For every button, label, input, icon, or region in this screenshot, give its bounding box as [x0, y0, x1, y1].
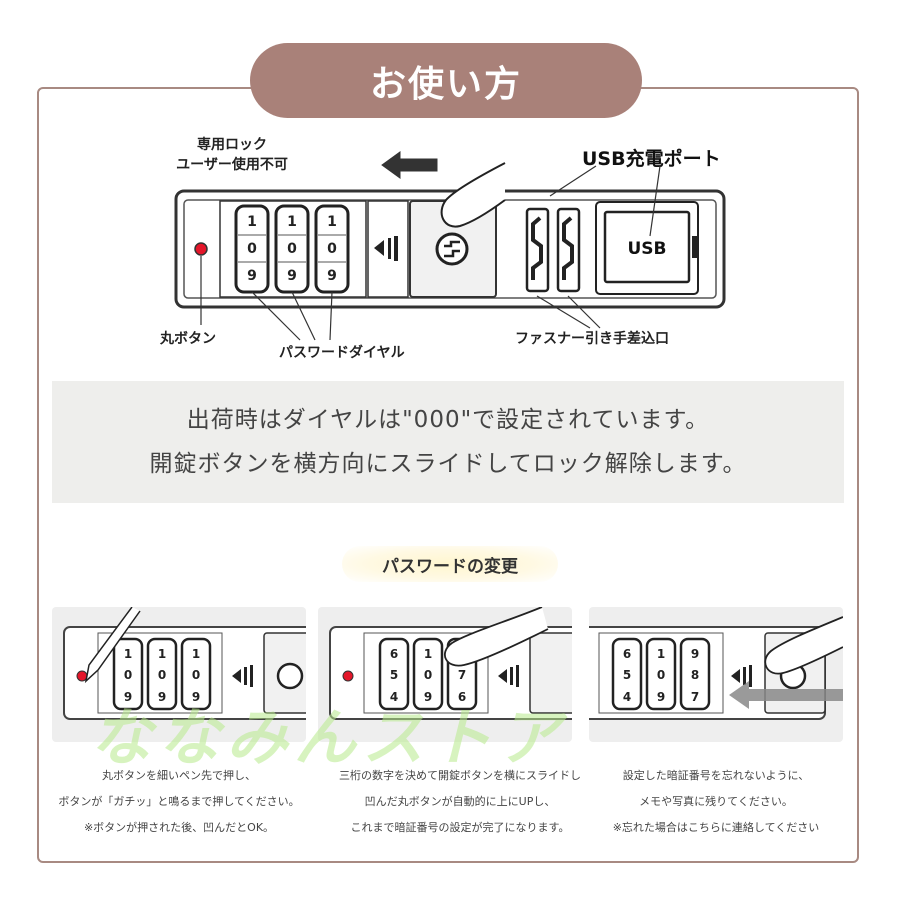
svg-text:7: 7 — [458, 668, 466, 682]
step-1-line2: ボタンが「ガチッ」と鳴るまで押してください。 — [58, 795, 300, 808]
password-change-heading: パスワードの変更 — [342, 546, 558, 582]
zipper-label: ファスナー引き手差込口 — [515, 331, 669, 347]
step-3-panel: 6 5 4 1 0 9 9 8 7 — [589, 607, 843, 742]
svg-text:9: 9 — [158, 690, 166, 704]
step-1-panel: 1 0 9 1 0 9 1 0 9 — [52, 607, 306, 742]
svg-text:9: 9 — [124, 690, 132, 704]
step-3-line2: メモや写真に残りてください。 — [639, 795, 793, 808]
usb-port-text: USB — [627, 239, 666, 259]
round-button-icon — [194, 242, 208, 256]
step-3-text: 設定した暗証番号を忘れないように、 メモや写真に残りてください。 ※忘れた場合は… — [581, 763, 851, 841]
step-2-line2: 凹んだ丸ボタンが自動的に上にUPし、 — [364, 795, 556, 808]
store-watermark: ななみんストア — [90, 701, 567, 774]
usb-port-label: USB充電ポート — [582, 148, 721, 170]
svg-text:0: 0 — [124, 668, 132, 682]
step-3-dials — [611, 637, 711, 711]
dial-2-top: 1 — [287, 214, 297, 230]
slide-marker-icon — [374, 240, 384, 256]
svg-text:1: 1 — [124, 647, 132, 661]
lock-logo-icon — [435, 232, 469, 266]
round-button-icon — [342, 670, 354, 682]
svg-text:0: 0 — [424, 668, 432, 682]
step-2-line1: 三桁の数字を決めて開錠ボタンを横にスライドし — [339, 769, 581, 782]
dial-1-bot: 9 — [247, 268, 257, 284]
finger-icon — [440, 162, 506, 228]
slide-marker-icon — [731, 669, 740, 683]
svg-text:1: 1 — [424, 647, 432, 661]
info-line-2: 開錠ボタンを横方向にスライドしてロック解除します。 — [149, 451, 747, 477]
dial-1-mid: 0 — [247, 241, 257, 257]
password-change-heading-text: パスワードの変更 — [382, 556, 518, 577]
step-1-text: 丸ボタンを細いペン先で押し、 ボタンが「ガチッ」と鳴るまで押してください。 ※ボ… — [44, 763, 314, 841]
dial-1: 1 0 9 — [234, 204, 270, 294]
finger-icon — [764, 616, 843, 675]
slide-marker-icon — [232, 669, 241, 683]
step-1-dials — [112, 637, 212, 711]
lock-logo-icon — [276, 662, 304, 690]
slide-arrow-icon — [729, 681, 843, 709]
svg-text:9: 9 — [657, 690, 665, 704]
step-1-line1: 丸ボタンを細いペン先で押し、 — [102, 769, 256, 782]
step-2-diagram: 6 5 4 1 0 9 8 7 6 — [329, 607, 572, 720]
step-3-diagram: 6 5 4 1 0 9 9 8 7 — [589, 616, 843, 720]
lock-label-line2: ユーザー使用不可 — [176, 157, 288, 173]
dial-2-mid: 0 — [287, 241, 297, 257]
svg-text:6: 6 — [390, 647, 398, 661]
dial-3: 1 0 9 — [314, 204, 350, 294]
page-title-text: お使い方 — [369, 63, 522, 105]
step-1-line3: ※ボタンが押された後、凹んだとOK。 — [83, 821, 275, 834]
step-3-line1: 設定した暗証番号を忘れないように、 — [622, 769, 810, 782]
lock-label-line1: 専用ロック — [197, 137, 267, 153]
dial-label: パスワードダイヤル — [279, 345, 405, 361]
step-1-diagram: 1 0 9 1 0 9 1 0 9 — [63, 607, 306, 720]
dial-2: 1 0 9 — [274, 204, 310, 294]
svg-text:6: 6 — [458, 690, 466, 704]
dial-2-bot: 9 — [287, 268, 297, 284]
info-box: 出荷時はダイヤルは"000"で設定されています。 開錠ボタンを横方向にスライドし… — [52, 381, 844, 503]
svg-text:8: 8 — [691, 668, 699, 682]
lock-diagram: 1 0 9 1 0 9 1 0 9 USB — [174, 151, 726, 341]
page-title: お使い方 — [250, 43, 642, 118]
svg-text:9: 9 — [192, 690, 200, 704]
svg-text:1: 1 — [192, 647, 200, 661]
dial-3-bot: 9 — [327, 268, 337, 284]
step-3-line3: ※忘れた場合はこちらに連絡してください — [612, 821, 820, 834]
svg-text:5: 5 — [623, 668, 631, 682]
svg-text:9: 9 — [691, 647, 699, 661]
info-line-1: 出荷時はダイヤルは"000"で設定されています。 — [186, 407, 710, 433]
svg-text:5: 5 — [390, 668, 398, 682]
lock-label: 専用ロック ユーザー使用不可 — [162, 135, 302, 175]
step-2-line3: これまで暗証番号の設定が完了になります。 — [350, 821, 570, 834]
dial-3-top: 1 — [327, 214, 337, 230]
svg-text:6: 6 — [623, 647, 631, 661]
step-2-panel: 6 5 4 1 0 9 8 7 6 — [318, 607, 572, 742]
svg-text:0: 0 — [158, 668, 166, 682]
svg-text:1: 1 — [158, 647, 166, 661]
round-button-label: 丸ボタン — [160, 331, 216, 347]
arrow-left-icon — [381, 151, 438, 179]
dial-3-mid: 0 — [327, 241, 337, 257]
round-button-icon — [76, 670, 88, 682]
svg-text:0: 0 — [192, 668, 200, 682]
slide-marker-icon — [498, 669, 507, 683]
svg-text:9: 9 — [424, 690, 432, 704]
finger-icon — [444, 607, 549, 667]
svg-text:1: 1 — [657, 647, 665, 661]
step-2-text: 三桁の数字を決めて開錠ボタンを横にスライドし 凹んだ丸ボタンが自動的に上にUPし… — [325, 763, 595, 841]
svg-text:0: 0 — [657, 668, 665, 682]
dial-1-top: 1 — [247, 214, 257, 230]
pen-icon — [84, 607, 141, 684]
svg-text:7: 7 — [691, 690, 699, 704]
svg-text:4: 4 — [390, 690, 398, 704]
svg-text:4: 4 — [623, 690, 631, 704]
